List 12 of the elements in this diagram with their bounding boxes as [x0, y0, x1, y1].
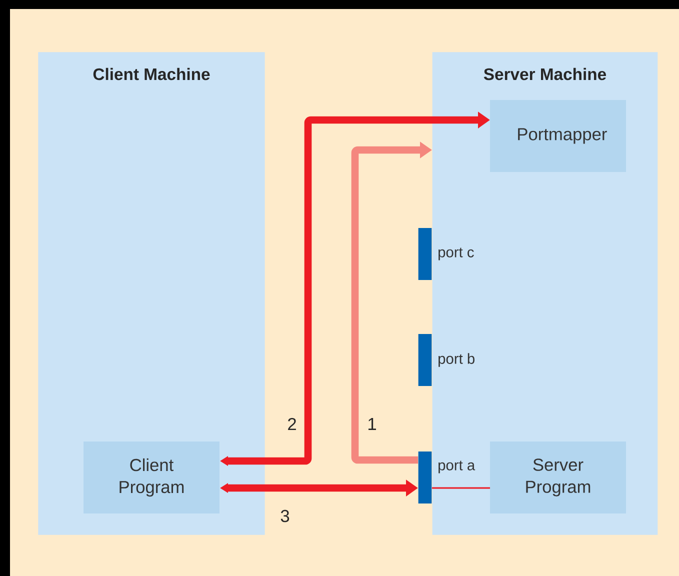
program-box: Client Program — [84, 442, 220, 514]
port-bar — [418, 228, 432, 280]
program-box: Server Program — [490, 442, 626, 514]
port-label: port b — [438, 353, 474, 367]
port-bar — [418, 334, 432, 386]
program-box: Portmapper — [490, 100, 626, 172]
edge-label: 2 — [286, 416, 298, 432]
port-label: port c — [438, 248, 474, 260]
edge-label: 1 — [366, 416, 378, 432]
edge-label: 3 — [278, 508, 292, 524]
port-bar — [418, 452, 432, 504]
port-label: port a — [438, 460, 476, 474]
